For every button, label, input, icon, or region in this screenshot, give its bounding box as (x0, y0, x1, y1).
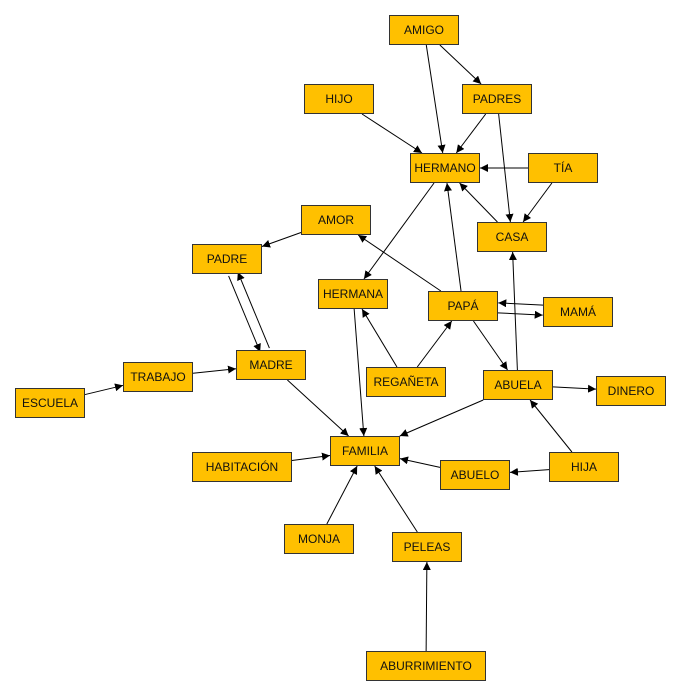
node-padres: PADRES (462, 84, 532, 114)
node-familia: FAMILIA (330, 436, 400, 466)
edge-hija-to-abuela (529, 399, 573, 453)
node-abuelo: ABUELO (440, 460, 510, 490)
edge-papa-to-hermano (444, 182, 462, 292)
node-madre: MADRE (236, 350, 306, 380)
node-escuela: ESCUELA (15, 388, 85, 418)
node-hijo: HIJO (304, 84, 374, 114)
node-casa: CASA (477, 222, 547, 252)
node-tia: TÍA (528, 153, 598, 183)
node-amigo: AMIGO (389, 15, 459, 45)
edge-reganeta-to-papa (416, 320, 453, 368)
edge-escuela-to-trabajo (84, 383, 124, 396)
edge-abuelo-to-familia (399, 456, 441, 468)
edge-papa-to-abuela (473, 320, 508, 371)
edge-padre-to-madre (228, 275, 261, 353)
edge-hermana-to-familia (353, 308, 368, 437)
edge-padres-to-hermano (455, 113, 487, 154)
edge-papa-to-mama (497, 310, 543, 319)
edge-madre-to-familia (287, 379, 349, 437)
edge-reganeta-to-hermana (361, 308, 398, 368)
node-mama: MAMÁ (543, 297, 613, 327)
node-peleas: PELEAS (392, 532, 462, 562)
edge-abuela-to-dinero (552, 384, 597, 393)
edge-hija-to-abuelo (509, 467, 550, 476)
edge-casa-to-hermano (459, 182, 498, 223)
node-monja: MONJA (284, 524, 354, 554)
edge-amigo-to-hermano (425, 44, 446, 154)
edge-mama-to-papa (498, 299, 544, 308)
edge-trabajo-to-madre (192, 365, 237, 374)
edge-tia-to-casa (522, 182, 553, 223)
node-dinero: DINERO (596, 376, 666, 406)
node-trabajo: TRABAJO (123, 362, 193, 392)
edge-habitacion-to-familia (291, 452, 331, 461)
edge-abuela-to-casa (508, 251, 518, 371)
edge-monja-to-familia (326, 465, 358, 525)
edge-hijo-to-hermano (361, 113, 423, 154)
node-padre: PADRE (192, 244, 262, 274)
node-hija: HIJA (549, 452, 619, 482)
edge-aburrimiento-to-peleas (422, 561, 431, 652)
node-habitacion: HABITACIÓN (192, 452, 292, 482)
node-reganeta: REGAÑETA (366, 367, 446, 397)
node-abuela: ABUELA (483, 370, 553, 400)
node-amor: AMOR (301, 205, 371, 235)
node-hermano: HERMANO (410, 153, 480, 183)
node-papa: PAPÁ (428, 291, 498, 321)
edge-peleas-to-familia (374, 465, 418, 533)
edge-madre-to-padre (237, 271, 270, 349)
edge-amigo-to-padres (439, 44, 482, 85)
node-hermana: HERMANA (318, 279, 388, 309)
edge-papa-to-amor (357, 234, 442, 292)
node-aburrimiento: ABURRIMIENTO (366, 651, 486, 681)
edge-hermano-to-hermana (363, 182, 435, 280)
edge-amor-to-padre (261, 232, 302, 248)
edge-abuela-to-familia (399, 399, 484, 437)
